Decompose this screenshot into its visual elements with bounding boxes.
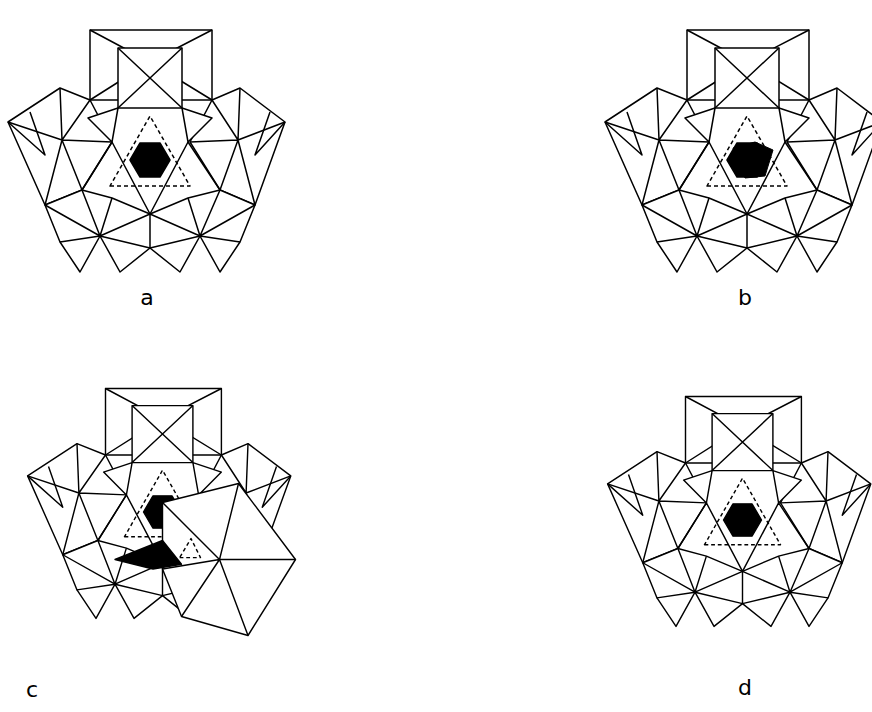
figure-label: b [738, 287, 752, 309]
figure-label: d [738, 677, 752, 699]
figure-label: c [26, 679, 38, 701]
figure-label: a [140, 287, 153, 309]
